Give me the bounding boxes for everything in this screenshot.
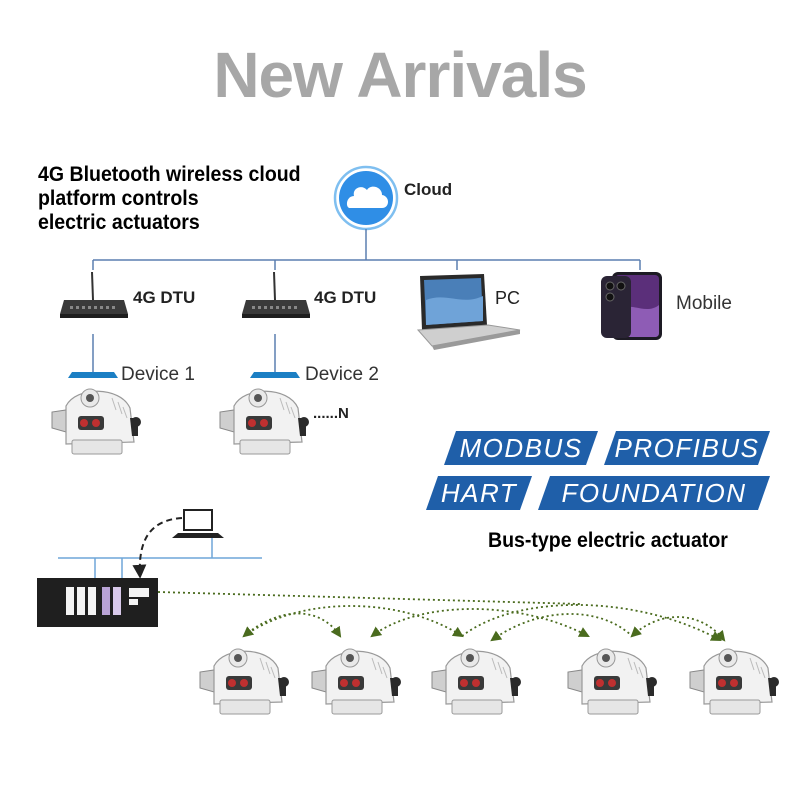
plc-controller-icon [37,578,158,627]
dtu1-label: 4G DTU [133,288,195,308]
actuator-device-1 [52,389,141,454]
dtu2-label: 4G DTU [314,288,376,308]
bus-network [58,538,262,580]
device-2-label: Device 2 [305,364,379,386]
bus-caption: Bus-type electric actuator [488,529,728,553]
actuator-device-2 [220,389,309,454]
actuator-bus-1 [200,649,289,714]
actuator-bus-3 [432,649,521,714]
bus-dotted-line [158,592,580,604]
device-base-1 [68,372,118,378]
router-icon-1 [60,272,128,318]
router-icon-2 [242,272,310,318]
cloud-connection-lines [93,229,640,270]
device-n-label: ......N [313,405,349,422]
protocol-badge-profibus: PROFIBUS [604,431,770,465]
actuator-bus-5 [690,649,779,714]
cloud-icon [335,167,397,229]
device-base-2 [250,372,300,378]
cloud-label: Cloud [404,180,452,200]
protocol-badge-foundation: FOUNDATION [538,476,770,510]
bus-arcs [244,605,724,640]
protocol-badge-modbus: MODBUS [444,431,598,465]
actuator-bus-2 [312,649,401,714]
protocol-badge-hart: HART [426,476,532,510]
pc-label: PC [495,288,520,309]
computer-icon [172,510,224,538]
mobile-label: Mobile [676,293,732,315]
smartphone-icon [601,272,662,340]
device-1-label: Device 1 [121,364,195,386]
dashed-arrow [140,518,182,576]
actuator-bus-4 [568,649,657,714]
laptop-icon [418,274,520,350]
